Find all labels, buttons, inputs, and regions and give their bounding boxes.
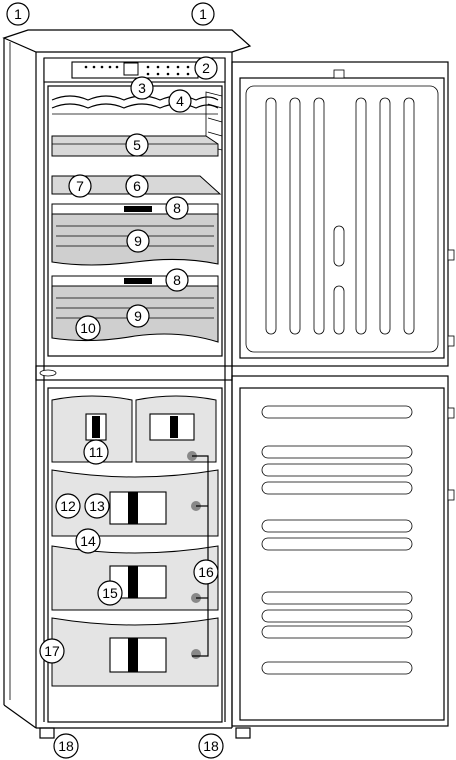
callout-label: 9 <box>134 308 142 324</box>
callout-label: 3 <box>138 80 146 96</box>
callout-label: 4 <box>176 93 184 109</box>
callout-7: 7 <box>68 174 92 198</box>
callout-label: 1 <box>14 6 22 22</box>
callout-label: 10 <box>80 320 96 336</box>
callout-label: 11 <box>89 444 104 460</box>
freezer-compartment <box>47 387 223 723</box>
callout-17: 17 <box>39 638 65 664</box>
callout-label: 13 <box>89 498 105 514</box>
callout-9-lower: 9 <box>126 304 150 328</box>
callout-label: 5 <box>133 137 141 153</box>
feet <box>39 727 251 739</box>
callout-label: 18 <box>203 738 219 754</box>
fridge-door <box>231 61 455 367</box>
callout-label: 7 <box>76 178 84 194</box>
callout-label: 17 <box>44 643 60 659</box>
small-freezer-drawer-left <box>51 395 133 463</box>
callout-label: 16 <box>198 564 214 580</box>
callout-14: 14 <box>75 528 101 554</box>
freezer-door <box>231 375 455 727</box>
control-panel <box>43 57 226 83</box>
callout-label: 15 <box>102 585 118 601</box>
callout-label: 1 <box>199 6 207 22</box>
callout-1-right: 1 <box>191 2 215 26</box>
callout-8-lower: 8 <box>165 268 189 292</box>
callout-18-right: 18 <box>198 733 224 759</box>
callout-label: 12 <box>60 498 76 514</box>
callout-16: 16 <box>193 559 219 585</box>
side-rack <box>205 91 223 151</box>
callout-8-upper: 8 <box>165 196 189 220</box>
callout-label: 2 <box>202 60 210 76</box>
callout-1-left: 1 <box>6 2 30 26</box>
callout-label: 18 <box>58 738 74 754</box>
callout-3: 3 <box>130 76 154 100</box>
callout-label: 8 <box>173 200 181 216</box>
freezer-drawer-3 <box>51 617 219 687</box>
bottle-rack <box>51 95 219 115</box>
callout-label: 9 <box>134 233 142 249</box>
callout-6: 6 <box>125 174 149 198</box>
compartment-divider <box>35 365 233 381</box>
callout-4: 4 <box>168 89 192 113</box>
callout-2: 2 <box>194 56 218 80</box>
callout-11: 11 <box>83 439 109 465</box>
callout-13: 13 <box>84 493 110 519</box>
callout-18-left: 18 <box>53 733 79 759</box>
freezer-drawer-1 <box>51 469 219 537</box>
callout-9-upper: 9 <box>126 229 150 253</box>
callout-12: 12 <box>55 493 81 519</box>
small-freezer-drawer-right <box>135 395 217 463</box>
callout-10: 10 <box>75 315 101 341</box>
callout-label: 6 <box>133 178 141 194</box>
callout-label: 14 <box>80 533 96 549</box>
freezer-drawer-2 <box>51 545 219 611</box>
callout-15: 15 <box>97 580 123 606</box>
callout-label: 8 <box>173 272 181 288</box>
callout-5: 5 <box>125 133 149 157</box>
